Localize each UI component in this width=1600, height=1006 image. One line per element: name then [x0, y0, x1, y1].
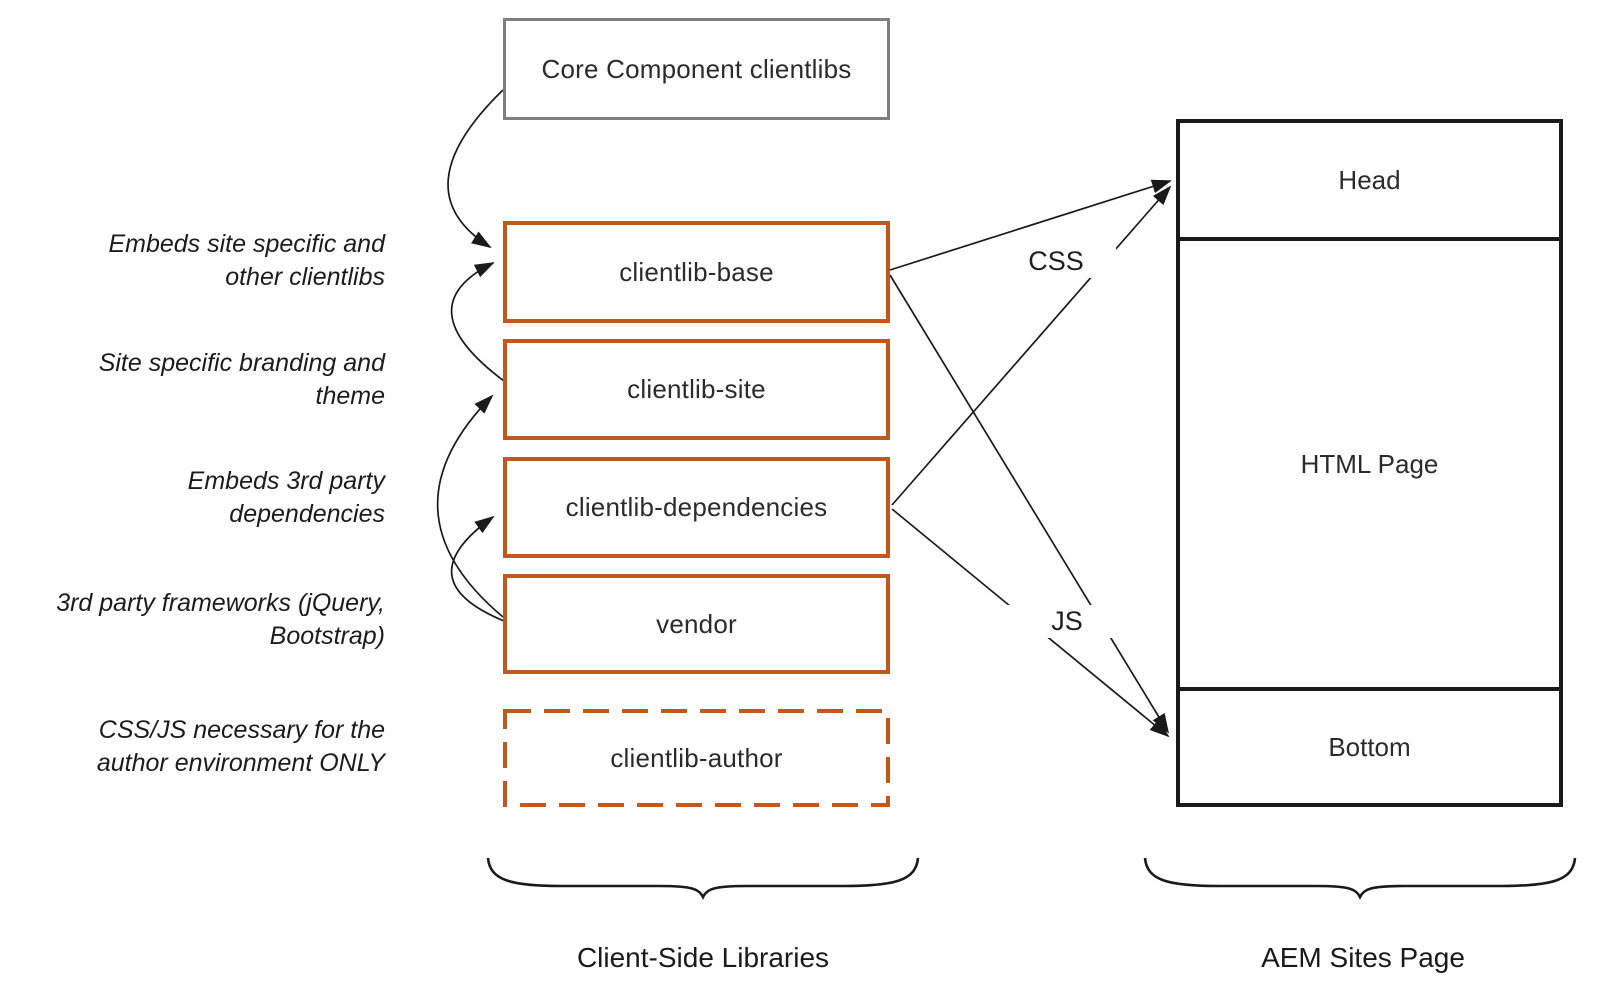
annotation-line: Embeds site specific and	[108, 230, 385, 258]
clientlib-author-dashed-border	[503, 709, 890, 807]
annotation-line: other clientlibs	[225, 263, 385, 291]
annotation-line: Site specific branding and	[98, 349, 385, 377]
annotation-3rd-party-frameworks: 3rd party frameworks (jQuery, Bootstrap)	[55, 587, 385, 653]
clientlib-dependencies-label: clientlib-dependencies	[565, 492, 828, 522]
annotation-line: 3rd party frameworks (jQuery,	[56, 589, 385, 617]
annotation-line: Embeds 3rd party	[187, 467, 385, 495]
brace-client-side-libraries	[486, 857, 920, 900]
clientlib-author-label: clientlib-author	[610, 742, 783, 773]
annotation-embeds-3rd-party: Embeds 3rd party dependencies	[55, 465, 385, 531]
annotation-line: CSS/JS necessary for the	[98, 716, 385, 744]
clientlib-dependencies-box: clientlib-dependencies	[503, 457, 890, 558]
html-page-section: HTML Page	[1180, 241, 1559, 687]
arrow-dependencies-to-head	[891, 185, 1172, 506]
html-page-label: HTML Page	[1300, 448, 1439, 479]
annotation-line: author environment ONLY	[96, 749, 385, 777]
core-component-clientlibs-label: Core Component clientlibs	[541, 53, 852, 84]
arrow-base-to-bottom	[889, 274, 1170, 734]
aem-sites-page-label: AEM Sites Page	[1261, 942, 1465, 973]
css-edge-label: CSS	[996, 245, 1116, 278]
clientlib-site-label: clientlib-site	[627, 374, 766, 404]
annotation-site-branding: Site specific branding and theme	[55, 347, 385, 413]
bottom-section: Bottom	[1180, 687, 1559, 803]
head-label: Head	[1338, 164, 1401, 195]
annotation-embeds-site-specific: Embeds site specific and other clientlib…	[55, 228, 385, 294]
core-component-clientlibs-box: Core Component clientlibs	[503, 18, 890, 120]
js-edge-label: JS	[1007, 605, 1127, 638]
vendor-label: vendor	[656, 608, 737, 639]
arrow-site-to-base	[450, 262, 505, 382]
clientlib-site-box: clientlib-site	[503, 339, 890, 440]
clientlib-author-box: clientlib-author	[503, 709, 890, 807]
annotation-line: Bootstrap)	[269, 622, 385, 650]
clientlib-base-box: clientlib-base	[503, 221, 890, 323]
arrow-core-to-base	[447, 89, 504, 249]
clientlib-base-label: clientlib-base	[619, 256, 774, 287]
bottom-label: Bottom	[1328, 731, 1411, 762]
arrow-vendor-to-dependencies	[450, 515, 505, 622]
annotation-author-env-only: CSS/JS necessary for the author environm…	[55, 714, 385, 780]
head-section: Head	[1180, 123, 1559, 241]
client-side-libraries-label: Client-Side Libraries	[576, 942, 830, 973]
aem-sites-page-box: Head HTML Page Bottom	[1176, 119, 1563, 807]
arrow-vendor-to-site	[436, 394, 504, 618]
annotation-line: dependencies	[229, 500, 385, 528]
brace-aem-sites-page	[1143, 857, 1577, 900]
vendor-box: vendor	[503, 574, 890, 674]
arrow-base-to-head	[889, 179, 1172, 271]
annotation-line: theme	[315, 382, 385, 410]
